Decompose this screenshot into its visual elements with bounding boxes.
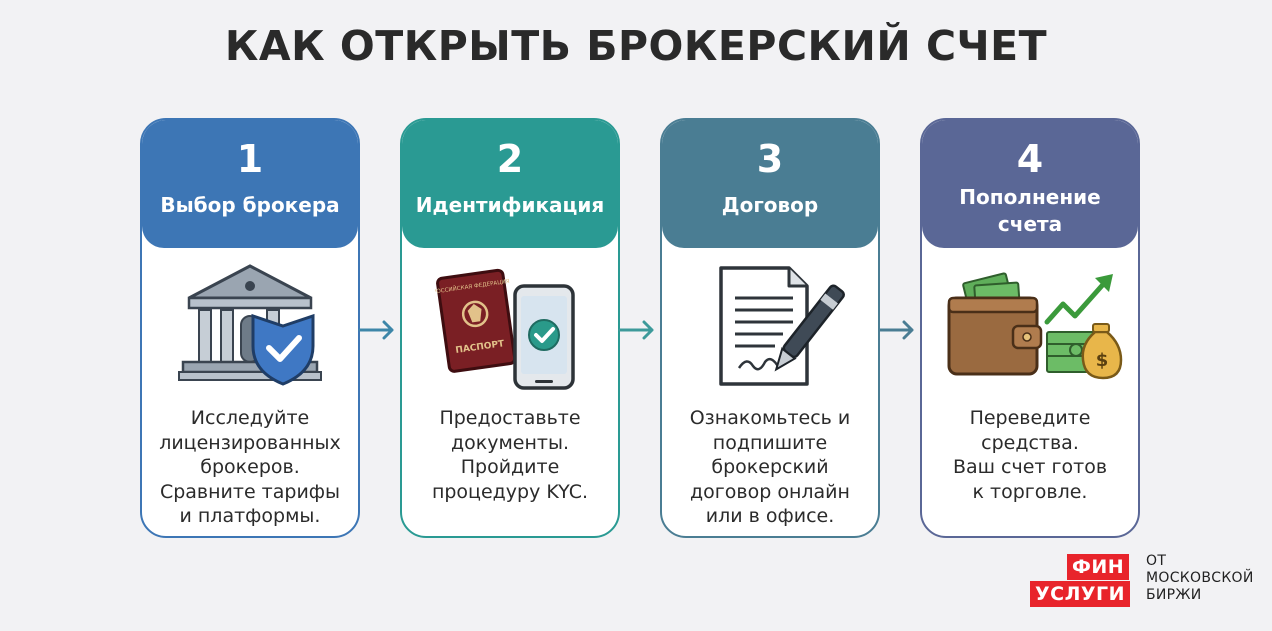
step-card-1: 1 Выбор брокера Исследуйте лицензированн… — [140, 118, 360, 538]
contract-pen-icon — [662, 260, 878, 390]
step-number: 3 — [756, 137, 784, 181]
logo-line2: УСЛУГИ — [1030, 581, 1131, 607]
step-label: Договор — [721, 193, 819, 217]
step-header-3: 3 Договор — [662, 120, 878, 248]
step-card-2: 2 Идентификация РОССИЙСКАЯ ФЕДЕРАЦИЯ ПАС… — [400, 118, 620, 538]
arrow-right-icon — [618, 320, 654, 340]
step-description: Ознакомьтесь и подпишите брокерский дого… — [689, 407, 851, 527]
arrow-right-icon — [358, 320, 394, 340]
step-description: Предоставьте документы. Пройдите процеду… — [431, 407, 589, 503]
step-number: 1 — [236, 137, 264, 181]
wallet-money-icon: $ — [922, 260, 1138, 390]
arrow-right-icon — [878, 320, 914, 340]
step-number: 2 — [496, 137, 524, 181]
step-header-4: 4 Пополнение счета — [922, 120, 1138, 248]
bank-shield-icon — [142, 260, 358, 390]
step-label: Пополнение счета — [959, 185, 1101, 236]
logo-caption: ОТ МОСКОВСКОЙ БИРЖИ — [1146, 553, 1254, 603]
step-label: Выбор брокера — [160, 193, 340, 217]
step-description: Исследуйте лицензированных брокеров. Сра… — [159, 407, 341, 527]
passport-phone-icon: РОССИЙСКАЯ ФЕДЕРАЦИЯ ПАСПОРТ — [402, 260, 618, 390]
step-card-4: 4 Пополнение счета $ Переведите средства… — [920, 118, 1140, 538]
step-header-2: 2 Идентификация — [402, 120, 618, 248]
step-header-1: 1 Выбор брокера — [142, 120, 358, 248]
page-title: КАК ОТКРЫТЬ БРОКЕРСКИЙ СЧЕТ — [224, 22, 1048, 70]
step-description: Переведите средства. Ваш счет готов к то… — [952, 407, 1108, 503]
logo-line1: ФИН — [1067, 554, 1130, 580]
step-number: 4 — [1016, 137, 1044, 181]
step-label: Идентификация — [415, 193, 605, 217]
svg-text:$: $ — [1096, 350, 1109, 371]
step-card-3: 3 Договор Ознакомьтесь и подпишите броке… — [660, 118, 880, 538]
